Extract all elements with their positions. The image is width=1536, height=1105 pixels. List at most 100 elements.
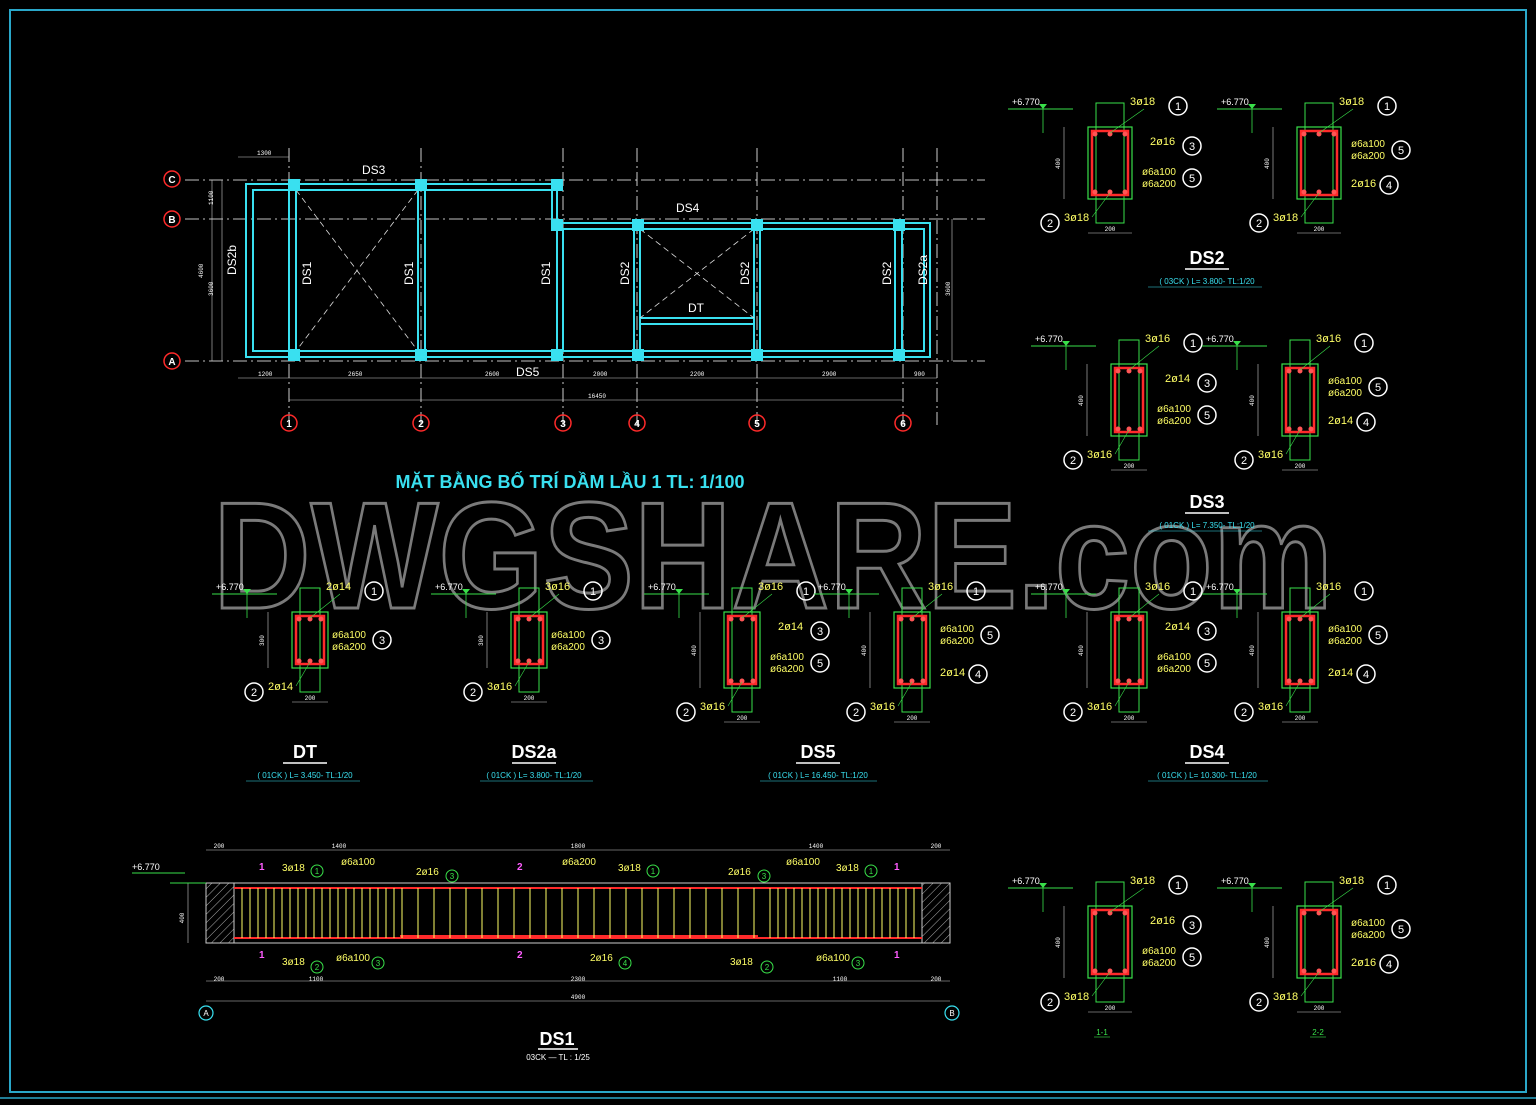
mark-number: 2 — [315, 963, 320, 972]
rebar-label: 2ø16 — [416, 867, 439, 878]
rebar-label: 3ø18 — [1064, 991, 1089, 1003]
section-title-ds4: DS4 — [1189, 742, 1224, 762]
dim-left: 1100 — [208, 190, 215, 205]
stirrup-label: ø6a100 — [770, 652, 804, 663]
mark-number: 1 — [1190, 586, 1196, 598]
mark-number: 1 — [590, 586, 596, 598]
mark-number: 4 — [1363, 417, 1369, 429]
mark-number: 2 — [1241, 455, 1247, 467]
dim-height: 300 — [259, 635, 266, 646]
elevation-mark: +6.770 — [818, 582, 846, 592]
rebar-label: 3ø18 — [282, 863, 305, 874]
dim-height: 400 — [1078, 645, 1085, 656]
axis-label-6: 6 — [900, 419, 906, 430]
cut-mark: 1 — [894, 950, 900, 961]
axis-label-c: C — [168, 175, 175, 186]
dim-height: 400 — [1055, 937, 1062, 948]
mark-number: 1 — [1175, 880, 1181, 892]
axis-b: B — [949, 1009, 954, 1018]
mark-number: 1 — [1361, 338, 1367, 350]
elevation-mark: +6.770 — [1206, 582, 1234, 592]
dim-bottom: 2650 — [348, 371, 363, 378]
rebar-label: 3ø18 — [1130, 96, 1155, 108]
mark-number: 3 — [856, 959, 861, 968]
axis-label-3: 3 — [560, 419, 566, 430]
mark-number: 3 — [1189, 920, 1195, 932]
dim-bottom: 900 — [914, 371, 925, 378]
stirrup-label: ø6a100 — [1328, 624, 1362, 635]
elevation-mark: +6.770 — [1221, 97, 1249, 107]
elevation-mark: +6.770 — [216, 582, 244, 592]
dim-height: 400 — [1249, 645, 1256, 656]
dim-bottom: 2900 — [822, 371, 837, 378]
dim-height: 400 — [861, 645, 868, 656]
rebar-label: 3ø16 — [700, 701, 725, 713]
section-subtitle-ds2a: ( 01CK ) L= 3.800- TL:1/20 — [486, 771, 582, 780]
stirrup-label: ø6a200 — [1351, 151, 1385, 162]
elevation-mark: +6.770 — [1035, 334, 1063, 344]
mark-number: 2 — [1256, 218, 1262, 230]
dim-width: 200 — [1314, 226, 1325, 233]
dim-height: 400 — [1264, 158, 1271, 169]
mark-number: 1 — [1384, 880, 1390, 892]
axis-label-4: 4 — [634, 419, 640, 430]
rebar-label: 2ø16 — [728, 867, 751, 878]
mark-number: 2 — [1070, 707, 1076, 719]
rebar-label: 3ø18 — [1273, 212, 1298, 224]
mark-number: 4 — [1363, 669, 1369, 681]
dim-height: 400 — [691, 645, 698, 656]
floor-plan: DS3 DS4 DS5 DT DS2b DS1 DS1 DS1 DS2 DS2 … — [163, 148, 985, 492]
dim-bottom: 2000 — [593, 371, 608, 378]
mark-number: 1 — [1190, 338, 1196, 350]
mark-number: 2 — [765, 963, 770, 972]
dim-bottom: 1100 — [309, 976, 324, 983]
rebar-label: 3ø16 — [1145, 333, 1170, 345]
dim-top: 1400 — [809, 843, 824, 850]
stirrup-label: ø6a200 — [1328, 636, 1362, 647]
dim-width: 200 — [1295, 715, 1306, 722]
mark-number: 3 — [1204, 626, 1210, 638]
stirrup-label: ø6a200 — [1328, 388, 1362, 399]
stirrup-label: ø6a200 — [940, 636, 974, 647]
rebar-label: 2ø14 — [778, 621, 803, 633]
dim-width: 200 — [524, 695, 535, 702]
rebar-label: 2ø14 — [1165, 373, 1190, 385]
stirrup-label: ø6a200 — [1351, 930, 1385, 941]
mark-number: 5 — [1189, 952, 1195, 964]
mark-number: 1 — [371, 586, 377, 598]
stirrup-label: ø6a200 — [332, 642, 366, 653]
dim-top: 1300 — [257, 150, 272, 157]
mark-number: 3 — [379, 635, 385, 647]
mark-number: 5 — [1398, 145, 1404, 157]
dim-width: 200 — [1295, 463, 1306, 470]
rebar-label: 2ø14 — [940, 667, 965, 679]
stirrup-label: ø6a100 — [1142, 946, 1176, 957]
stirrup-label: ø6a100 — [940, 624, 974, 635]
stirrup-label: ø6a200 — [1157, 416, 1191, 427]
dim-width: 200 — [1124, 715, 1135, 722]
dim-bottom: 200 — [214, 976, 225, 983]
section-subtitle-ds3: ( 01CK ) L= 7.350- TL:1/20 — [1159, 521, 1255, 530]
stirrup-label: ø6a100 — [1142, 167, 1176, 178]
mark-number: 2 — [251, 687, 257, 699]
plan-title: MẶT BẰNG BỐ TRÍ DẦM LẦU 1 TL: 1/100 — [395, 471, 744, 492]
beam-label-dt: DT — [688, 301, 705, 315]
rebar-label: ø6a100 — [341, 857, 375, 868]
stirrup-label: ø6a100 — [1157, 652, 1191, 663]
elevation-mark: +6.770 — [1012, 97, 1040, 107]
mark-number: 4 — [975, 669, 981, 681]
mark-number: 2 — [1047, 218, 1053, 230]
mark-number: 4 — [1386, 180, 1392, 192]
rebar-label: 3ø16 — [1258, 701, 1283, 713]
stirrup-label: ø6a100 — [332, 630, 366, 641]
mark-number: 1 — [973, 586, 979, 598]
dim-total: 16450 — [588, 393, 606, 400]
